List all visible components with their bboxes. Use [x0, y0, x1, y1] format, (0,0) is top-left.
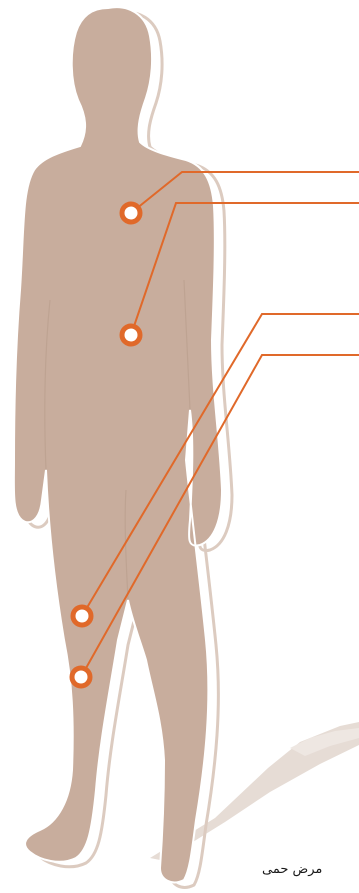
ring-marker-abdomen-icon — [122, 326, 140, 344]
caption-label: مرض حمى — [262, 862, 357, 878]
ring-marker-knee-icon — [73, 607, 91, 625]
ring-marker-shin-icon — [72, 668, 90, 686]
ring-marker-chest-icon — [122, 204, 140, 222]
